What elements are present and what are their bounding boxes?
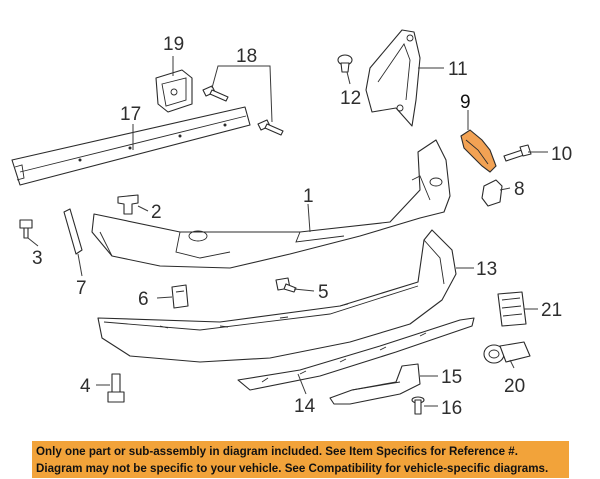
callout-7: 7: [76, 278, 87, 299]
callout-9: 9: [460, 92, 471, 113]
callout-3: 3: [32, 248, 43, 269]
callout-18: 18: [236, 46, 257, 67]
disclaimer-line-2: Diagram may not be specific to your vehi…: [36, 462, 549, 475]
callout-20: 20: [504, 376, 525, 397]
bumper-cover-1: [91, 139, 451, 269]
bracket-8: [481, 179, 503, 207]
callout-21: 21: [541, 300, 562, 321]
trim-strip-7: [63, 208, 83, 255]
leader-lines: [27, 56, 548, 407]
screw-3: [19, 219, 33, 239]
callout-1: 1: [303, 186, 314, 207]
disclaimer-banner: Only one part or sub-assembly in diagram…: [32, 441, 569, 478]
parts-diagram: 19 18 17 12 11 9 10 8 1 2 3 7 6 5 13 21 …: [11, 29, 572, 419]
callout-8: 8: [514, 179, 525, 200]
bracket-9-highlighted: [460, 129, 497, 173]
screw-16: [411, 396, 425, 415]
bolt-10: [503, 144, 532, 162]
bolt-18a: [202, 85, 229, 102]
retainer-6: [171, 284, 189, 309]
bracket-19: [155, 69, 193, 113]
callout-11: 11: [448, 59, 468, 80]
disclaimer-line-1: Only one part or sub-assembly in diagram…: [36, 445, 518, 458]
clip-2: [117, 194, 139, 215]
callout-12: 12: [340, 88, 361, 109]
callout-14: 14: [294, 396, 316, 417]
callout-10: 10: [551, 144, 572, 165]
callout-2: 2: [151, 202, 162, 223]
clip-12: [337, 54, 353, 73]
skid-plate-15: [329, 363, 421, 405]
callout-17: 17: [120, 104, 141, 125]
callout-13: 13: [476, 259, 497, 280]
callout-labels: 19 18 17 12 11 9 10 8 1 2 3 7 6 5 13 21 …: [32, 34, 572, 419]
sensor-bracket-21: [497, 291, 527, 327]
bolt-4: [107, 373, 125, 403]
bolt-18b: [257, 119, 284, 136]
parking-sensor-20: [483, 341, 531, 364]
callout-6: 6: [138, 289, 149, 310]
callout-19: 19: [163, 34, 184, 55]
callout-15: 15: [441, 367, 462, 388]
diffuser-trim-14: [237, 317, 475, 391]
callout-5: 5: [318, 282, 329, 303]
lower-bumper-13: [97, 229, 457, 363]
side-bracket-11: [365, 29, 421, 127]
screw-5: [275, 277, 297, 293]
callout-4: 4: [80, 376, 91, 397]
callout-16: 16: [441, 398, 462, 419]
